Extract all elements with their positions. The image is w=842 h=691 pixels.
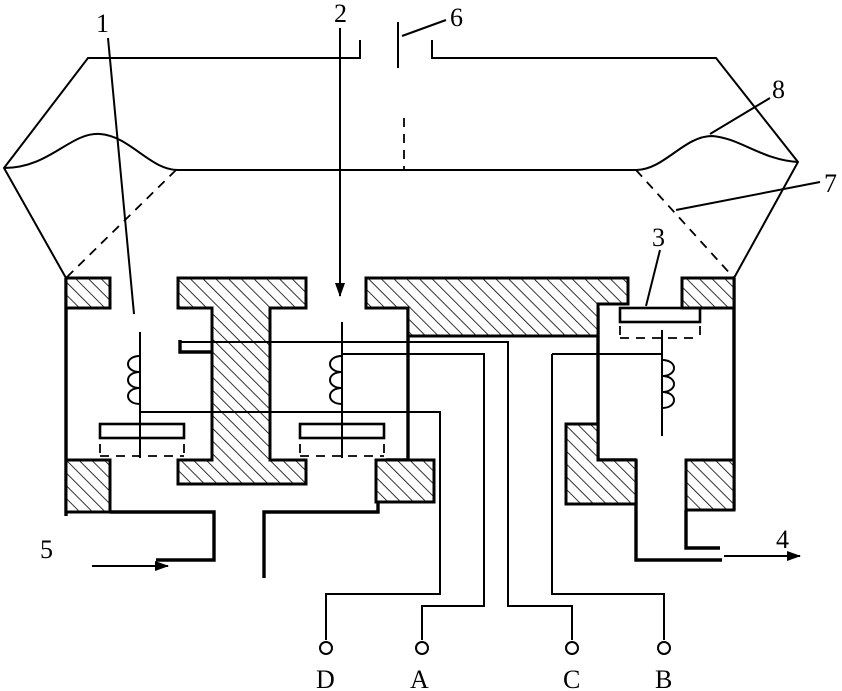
- terminal-label-c: C: [563, 665, 580, 691]
- label-7: 7: [824, 169, 837, 198]
- terminal-label-a: A: [410, 665, 429, 691]
- solenoid-valve-2: [298, 322, 386, 458]
- terminal-label-d: D: [316, 665, 335, 691]
- solenoid-valve-1: [98, 332, 186, 458]
- upper-chamber: [2, 40, 800, 279]
- label-1: 1: [96, 9, 109, 38]
- label-5: 5: [40, 535, 53, 564]
- label-3: 3: [652, 223, 665, 252]
- hatched-walls: [64, 276, 736, 514]
- label-6: 6: [450, 3, 463, 32]
- terminals: [319, 641, 671, 655]
- terminal-a[interactable]: [415, 641, 429, 655]
- terminal-labels: D A C B: [316, 665, 672, 691]
- callout-labels: 1 2 6 8 7 3 5 4: [40, 0, 837, 564]
- label-2: 2: [334, 0, 347, 28]
- terminal-d[interactable]: [319, 641, 333, 655]
- terminal-c[interactable]: [565, 641, 579, 655]
- wiring: [140, 341, 665, 640]
- terminal-b[interactable]: [657, 641, 671, 655]
- leaders: [92, 19, 821, 571]
- label-8: 8: [772, 75, 785, 104]
- terminal-label-b: B: [655, 665, 672, 691]
- solenoid-valve-3: [618, 306, 702, 436]
- label-4: 4: [776, 525, 789, 554]
- port-6-inlet: [397, 22, 405, 170]
